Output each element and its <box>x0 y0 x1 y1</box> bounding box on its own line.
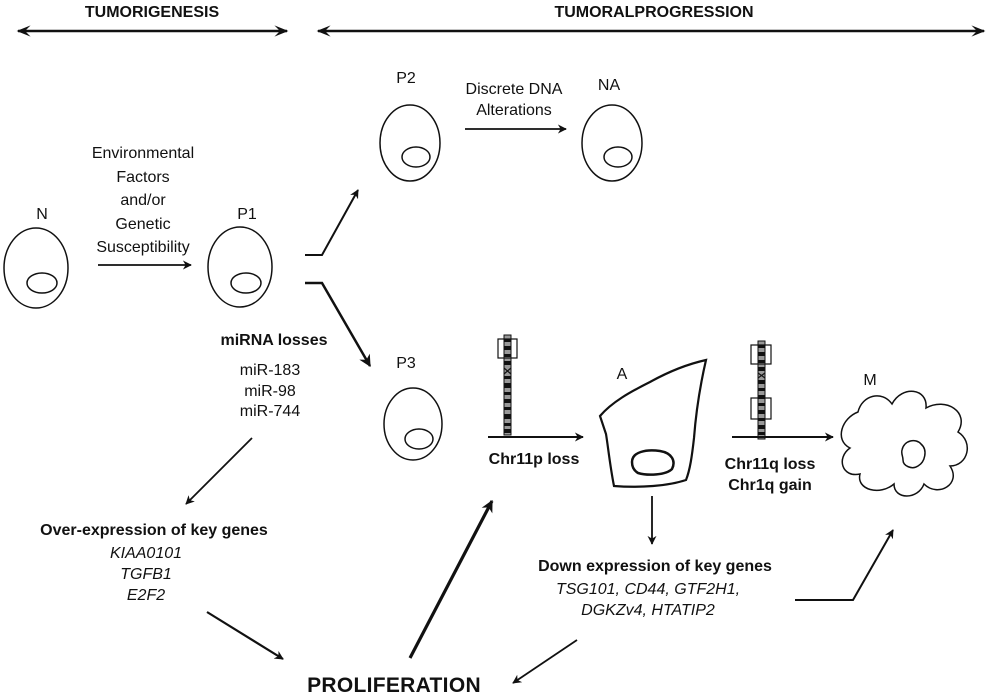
chromosome-11q-1q <box>750 340 772 440</box>
chr1q-gain: Chr1q gain <box>728 477 812 494</box>
cell-p1 <box>207 226 273 308</box>
downexpression-title: Down expression of key genes <box>538 558 772 575</box>
arrow-downexpression-to-m <box>795 529 894 601</box>
header-tumoral-progression: TUMORALPROGRESSION <box>554 4 754 21</box>
discrete-dna-line-1: Discrete DNA <box>465 81 563 98</box>
cell-label-p2: P2 <box>396 70 416 87</box>
discrete-dna-line-2: Alterations <box>476 102 552 119</box>
chr11q-1q-label: Chr11q loss Chr1q gain <box>725 454 816 496</box>
cell-label-na: NA <box>597 77 621 94</box>
gene-item: TGFB1 <box>120 566 172 583</box>
mirna-item: miR-183 <box>239 362 301 379</box>
arrow-p1-to-p2 <box>305 189 359 256</box>
gene-item: E2F2 <box>126 587 166 604</box>
chr11p-loss-label: Chr11p loss <box>488 451 580 468</box>
discrete-dna-label: Discrete DNA Alterations <box>466 79 563 121</box>
chr11q-loss: Chr11q loss <box>724 456 816 473</box>
arrow-mirna-to-overexpression <box>185 437 253 505</box>
arrow-downexpression-to-proliferation <box>512 639 578 684</box>
downexpression-genes: TSG101, CD44, GTF2H1, DGKZv4, HTATIP2 <box>556 579 740 621</box>
env-line-2: Factors <box>116 168 170 186</box>
arrow-proliferation-to-a <box>408 499 494 659</box>
arrow-p1-to-p3 <box>305 281 372 368</box>
chromosome-11p <box>497 334 518 436</box>
header-tumorigenesis: TUMORIGENESIS <box>84 4 220 21</box>
mirna-list: miR-183 miR-98 miR-744 <box>240 361 300 423</box>
mirna-losses-title: miRNA losses <box>220 332 328 349</box>
cell-a <box>598 358 708 488</box>
cell-label-n: N <box>36 206 48 223</box>
environmental-factors-label: Environmental Factors and/or Genetic Sus… <box>92 142 194 260</box>
env-line-1: Environmental <box>91 145 195 162</box>
gene-item: TSG101, CD44, GTF2H1, <box>555 581 741 598</box>
cell-label-a: A <box>616 366 628 383</box>
env-line-3: and/or <box>120 192 166 209</box>
arrow-overexpression-to-proliferation <box>206 611 284 660</box>
gene-item: DGKZv4, HTATIP2 <box>581 602 715 619</box>
env-line-4: Genetic <box>115 215 171 233</box>
cell-label-p1: P1 <box>237 206 257 223</box>
proliferation-label: PROLIFERATION <box>307 674 481 697</box>
mirna-item: miR-744 <box>239 403 301 420</box>
cell-label-p3: P3 <box>396 355 416 372</box>
cell-m <box>840 390 968 497</box>
cell-label-m: M <box>863 372 877 389</box>
cell-p3 <box>383 387 443 461</box>
gene-item: KIAA0101 <box>109 545 183 562</box>
cell-na <box>581 104 643 182</box>
overexpression-title: Over-expression of key genes <box>40 522 268 539</box>
env-line-5: Susceptibility <box>96 239 190 256</box>
mirna-item: miR-98 <box>244 382 296 400</box>
cell-p2 <box>379 104 441 182</box>
cell-n <box>3 227 69 309</box>
overexpression-genes: KIAA0101 TGFB1 E2F2 <box>110 543 182 606</box>
